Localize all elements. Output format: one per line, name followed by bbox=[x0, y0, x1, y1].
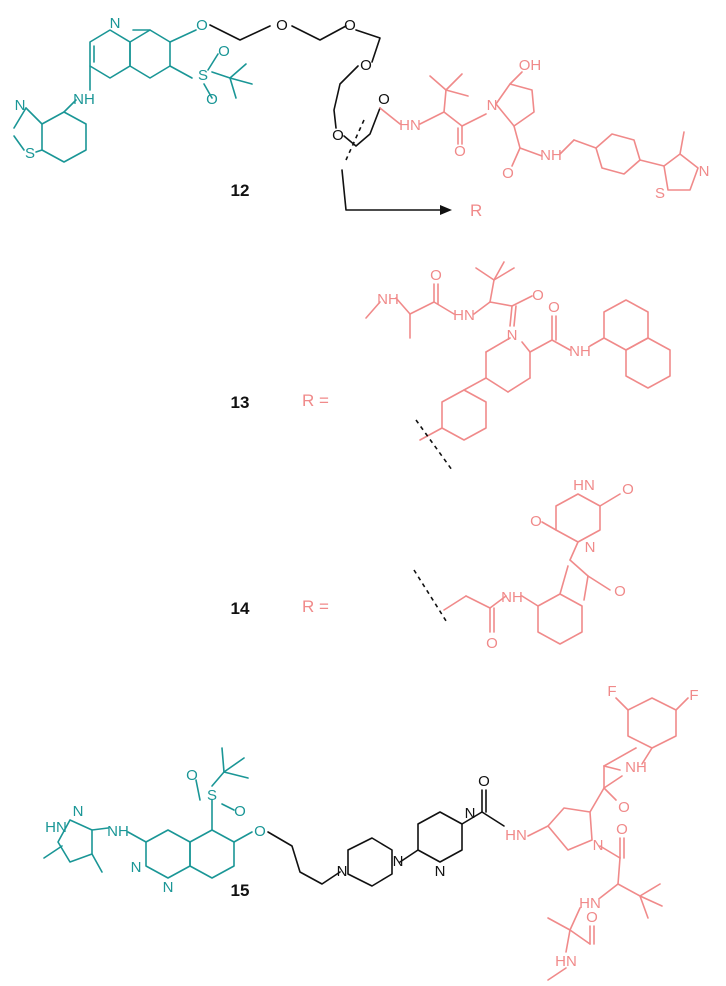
atom-o: O bbox=[344, 17, 356, 34]
compound-14: HN O O N O NH O 14 R = bbox=[231, 477, 634, 652]
compound-number: 12 bbox=[231, 181, 250, 200]
atom-hn: HN bbox=[573, 477, 595, 494]
atom-n: N bbox=[163, 879, 174, 896]
atom-o: O bbox=[548, 299, 560, 316]
atom-s: S bbox=[198, 67, 208, 84]
atom-nh: NH bbox=[540, 147, 562, 164]
compound-number: 15 bbox=[231, 881, 250, 900]
atom-o: O bbox=[486, 635, 498, 652]
compound-12-linker bbox=[209, 24, 452, 215]
atom-n: N bbox=[73, 803, 84, 820]
compound-number: 14 bbox=[231, 599, 250, 618]
atom-hn: HN bbox=[399, 117, 421, 134]
atom-o: O bbox=[218, 43, 230, 60]
atom-n: N bbox=[593, 837, 604, 854]
atom-o: O bbox=[430, 267, 442, 284]
atom-o: O bbox=[378, 91, 390, 108]
atom-hn: HN bbox=[555, 953, 577, 970]
atom-o: O bbox=[254, 823, 266, 840]
atom-n: N bbox=[585, 539, 596, 556]
atom-o: O bbox=[478, 773, 490, 790]
atom-nh: NH bbox=[569, 343, 591, 360]
r-label: R = bbox=[302, 597, 329, 616]
atom-oh: OH bbox=[519, 57, 542, 74]
atom-hn: HN bbox=[579, 895, 601, 912]
atom-o: O bbox=[454, 143, 466, 160]
atom-n: N bbox=[393, 853, 404, 870]
compound-13: NH O HN O N O NH 13 R = bbox=[231, 261, 671, 471]
atom-s: S bbox=[655, 185, 665, 202]
atom-nh: NH bbox=[73, 91, 95, 108]
atom-nh: NH bbox=[377, 291, 399, 308]
atom-hn: HN bbox=[505, 827, 527, 844]
atom-n: N bbox=[435, 863, 446, 880]
atom-n: N bbox=[110, 15, 121, 32]
atom-o: O bbox=[622, 481, 634, 498]
atom-o: O bbox=[586, 909, 598, 926]
compound-14-r-group bbox=[443, 493, 621, 645]
compound-15: HN N NH N N S O O O N N N N O HN N F F N… bbox=[43, 683, 699, 981]
atom-n: N bbox=[465, 805, 476, 822]
atom-nh: NH bbox=[107, 823, 129, 840]
atom-o: O bbox=[532, 287, 544, 304]
atom-n: N bbox=[131, 859, 142, 876]
atom-f: F bbox=[689, 687, 698, 704]
atom-nh: NH bbox=[625, 759, 647, 776]
atom-o: O bbox=[360, 57, 372, 74]
atom-n: N bbox=[15, 97, 26, 114]
compound-12-warhead bbox=[13, 29, 253, 163]
compound-12-vhl-ligand bbox=[379, 71, 699, 191]
atom-o: O bbox=[618, 799, 630, 816]
atom-o: O bbox=[206, 91, 218, 108]
compound-13-r-group bbox=[365, 261, 671, 441]
atom-n: N bbox=[337, 863, 348, 880]
atom-n: N bbox=[507, 327, 518, 344]
atom-hn-pyrazole: HN bbox=[45, 819, 67, 836]
compound-number: 13 bbox=[231, 393, 250, 412]
atom-o: O bbox=[276, 17, 288, 34]
atom-n: N bbox=[699, 163, 710, 180]
atom-o: O bbox=[614, 583, 626, 600]
r-label: R = bbox=[302, 391, 329, 410]
compound-15-vhl-ligand bbox=[527, 697, 689, 981]
atom-o: O bbox=[234, 803, 246, 820]
atom-hn: HN bbox=[453, 307, 475, 324]
atom-f: F bbox=[607, 683, 616, 700]
r-group-placeholder: R bbox=[470, 201, 482, 220]
atom-s: S bbox=[207, 787, 217, 804]
compound-12: N O S O O NH N S O O O O O HN O N OH O N… bbox=[13, 15, 710, 220]
atom-o: O bbox=[530, 513, 542, 530]
atom-o: O bbox=[616, 821, 628, 838]
atom-o: O bbox=[332, 127, 344, 144]
atom-o: O bbox=[186, 767, 198, 784]
compound-15-linker bbox=[267, 789, 505, 887]
atom-s: S bbox=[25, 145, 35, 162]
atom-nh: NH bbox=[501, 589, 523, 606]
atom-o: O bbox=[502, 165, 514, 182]
atom-n: N bbox=[487, 97, 498, 114]
compound-15-warhead bbox=[43, 747, 253, 879]
atom-o: O bbox=[196, 17, 208, 34]
